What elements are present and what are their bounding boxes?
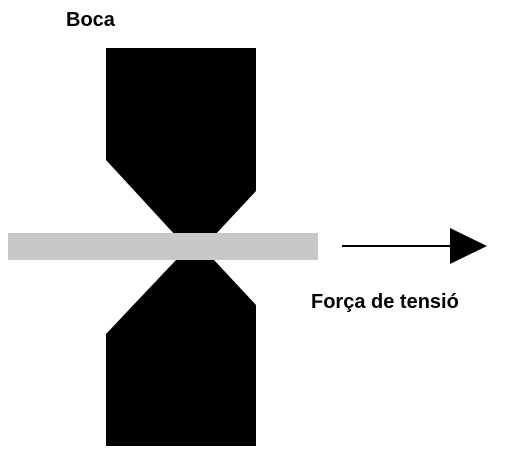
drawn-bar	[8, 233, 318, 260]
force-label: Força de tensió	[311, 291, 459, 313]
force-arrow-head	[450, 228, 487, 264]
die-label: Boca	[66, 9, 116, 31]
die-upper-half	[106, 48, 256, 236]
die-lower-half	[106, 260, 256, 446]
